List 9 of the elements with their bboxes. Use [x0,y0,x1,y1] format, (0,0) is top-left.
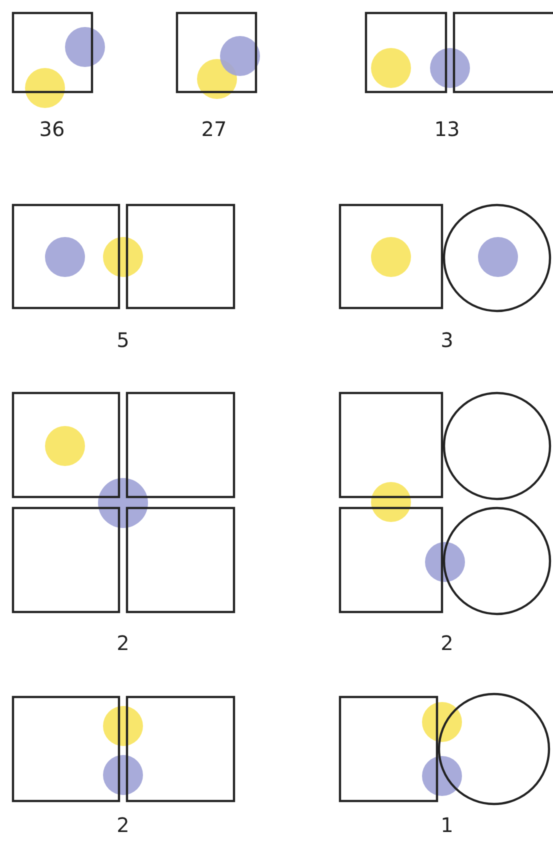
count-label: 3 [440,328,454,352]
count-label: 2 [440,631,454,655]
count-label: 2 [116,813,130,837]
count-label: 13 [434,117,460,141]
count-label: 36 [39,117,65,141]
count-label: 1 [440,813,454,837]
count-label: 27 [201,117,227,141]
count-label: 5 [116,328,130,352]
count-label: 2 [116,631,130,655]
